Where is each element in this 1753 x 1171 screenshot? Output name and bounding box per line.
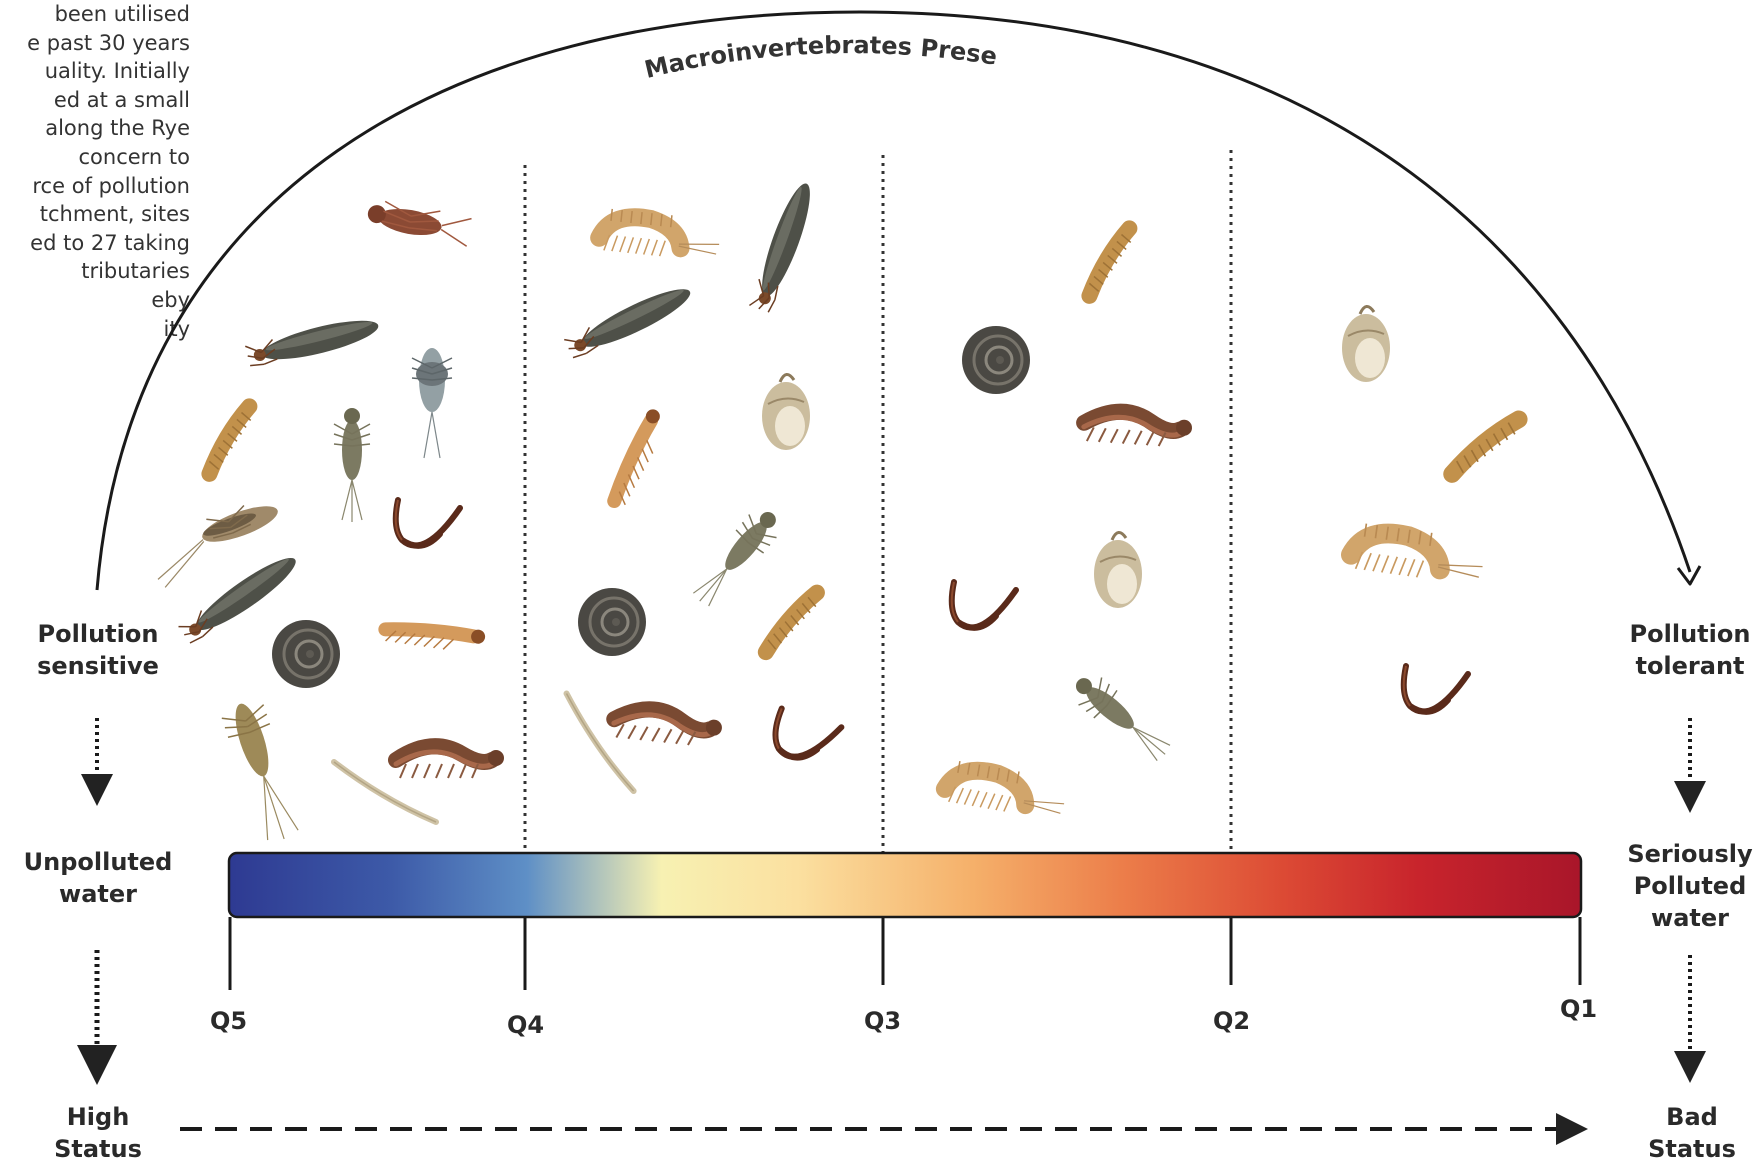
sludge-worm-icon [952, 582, 1016, 628]
right-water-line-2: Polluted [1620, 870, 1753, 902]
sludge-worm-icon [396, 500, 460, 546]
pond-snail-icon [762, 374, 810, 450]
left-sensitivity-line-1: Pollution [28, 618, 168, 650]
snail-ramshorn-icon [272, 620, 340, 688]
snail-ramshorn-icon [962, 326, 1030, 394]
mayfly-nymph-icon [1066, 667, 1176, 768]
mayfly-nymph-icon [686, 502, 787, 612]
stonefly-nymph-icon [365, 199, 472, 246]
organism-illustrations [144, 179, 1529, 846]
left-sensitivity-line-2: sensitive [28, 650, 168, 682]
cased-caddis-icon [245, 313, 381, 371]
scale-label-q3: Q3 [864, 1007, 901, 1035]
right-sensitivity-line-2: tolerant [1620, 650, 1753, 682]
pond-snail-icon [1094, 532, 1142, 608]
left-sensitivity-label: Pollution sensitive [28, 618, 168, 682]
fly-larva-icon [1442, 419, 1529, 477]
left-water-line-2: water [8, 878, 188, 910]
left-status-label: High Status [38, 1101, 158, 1165]
alderfly-larva-icon [396, 746, 504, 778]
left-status-line-2: Status [38, 1133, 158, 1165]
shrimp-icon [1349, 522, 1486, 586]
shrimp-icon [598, 208, 722, 262]
right-sensitivity-line-1: Pollution [1620, 618, 1753, 650]
right-status-line-2: Status [1632, 1133, 1752, 1165]
cased-caddis-icon [564, 280, 696, 362]
sludge-worm-icon [1404, 666, 1468, 712]
pollution-scale-bar [229, 853, 1581, 917]
mayfly-nymph-flat-icon [412, 348, 452, 458]
scale-label-q2: Q2 [1213, 1007, 1250, 1035]
snail-ramshorn-icon [578, 588, 646, 656]
right-status-line-1: Bad [1632, 1101, 1752, 1133]
fly-larva-icon [753, 592, 831, 654]
right-sensitivity-label: Pollution tolerant [1620, 618, 1753, 682]
sludge-worm-icon [772, 708, 843, 764]
presence-arc [97, 12, 1690, 590]
caddis-larva-icon [584, 407, 690, 509]
alderfly-larva-icon [612, 706, 723, 749]
fly-larva-icon [1072, 228, 1147, 298]
scale-label-q4: Q4 [507, 1011, 544, 1039]
left-water-line-1: Unpolluted [8, 846, 188, 878]
shrimp-icon [943, 759, 1068, 821]
pond-snail-icon [1342, 306, 1390, 382]
midge-larva-icon [334, 762, 436, 822]
mayfly-nymph-icon [334, 408, 370, 522]
fly-larva-icon [192, 406, 267, 476]
right-water-line-1: Seriously [1620, 838, 1753, 870]
mayfly-nymph-long-icon [219, 697, 305, 846]
scale-label-q1: Q1 [1560, 995, 1597, 1023]
right-status-label: Bad Status [1632, 1101, 1752, 1165]
left-status-line-1: High [38, 1101, 158, 1133]
scale-label-q5: Q5 [210, 1007, 247, 1035]
left-water-label: Unpolluted water [8, 846, 188, 910]
cased-caddis-icon [748, 179, 818, 314]
right-water-label: Seriously Polluted water [1620, 838, 1753, 934]
right-water-line-3: water [1620, 902, 1753, 934]
alderfly-larva-icon [1083, 409, 1193, 448]
caddis-larva-icon [380, 589, 487, 684]
